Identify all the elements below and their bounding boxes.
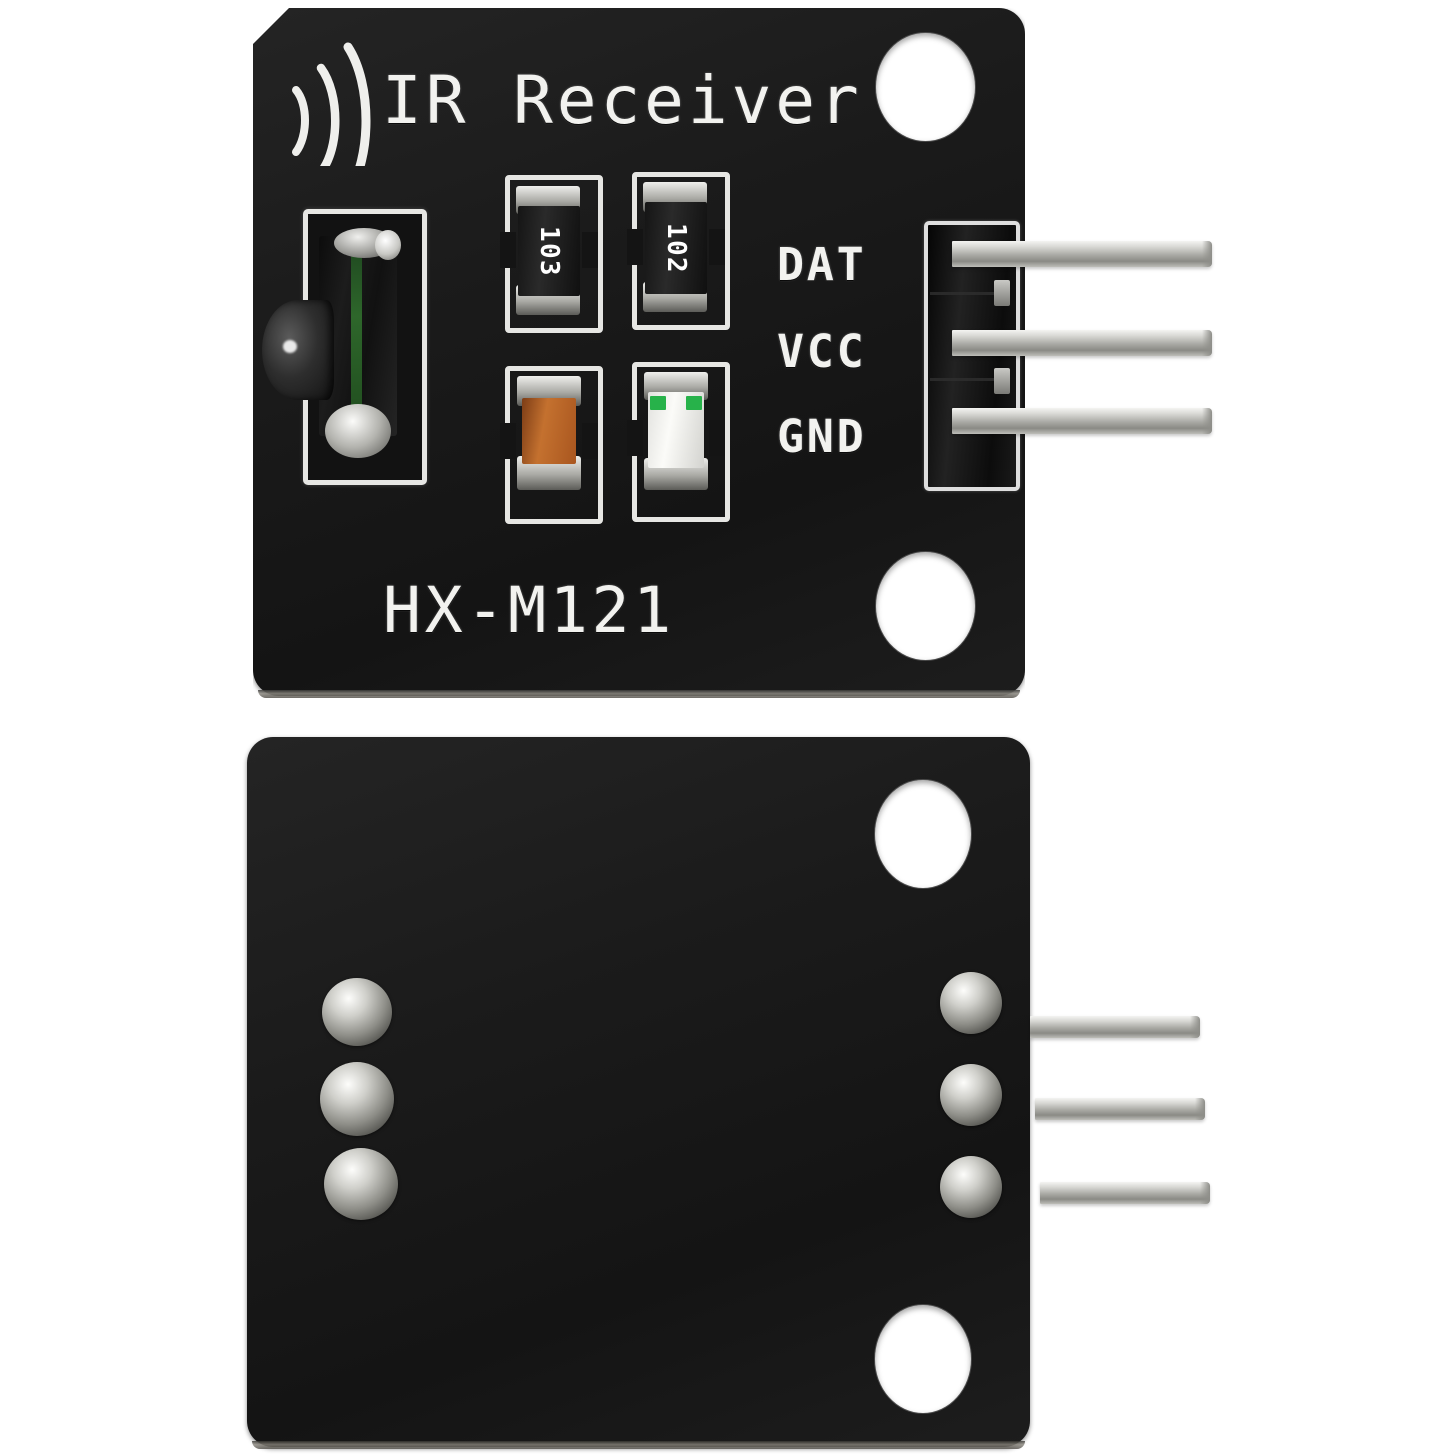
back-header-pin-1 [1030,1016,1200,1038]
smd-pad-gap [627,229,643,265]
solder-joint-header-2 [940,1064,1002,1126]
smd-pad-gap [709,420,725,456]
pin-label-dat: DAT [777,238,867,291]
smd-resistor-102-code: 102 [661,223,691,274]
smd-resistor-103-code: 103 [534,226,564,277]
ir-sensor-lens-highlight [283,340,297,353]
pin-header-notch [994,368,1010,394]
header-pin-dat [952,241,1212,267]
ir-sensor-solder-bottom [325,404,391,458]
back-header-pin-2 [1035,1098,1205,1120]
pin-header-seam [930,378,1008,381]
smd-pad-gap [582,232,598,268]
pin-header-notch [994,280,1010,306]
header-pin-vcc [952,330,1212,356]
smd-pad-gap [500,232,516,268]
mounting-hole-back-top [875,780,971,888]
ir-sensor-lens-dome [262,300,334,400]
smd-resistor-102 [645,202,707,294]
header-pin-gnd [952,408,1212,434]
back-pcb-bottom-edge [252,1441,1025,1449]
board-title-silkscreen: IR Receiver [382,62,863,139]
smd-pad-gap [582,423,598,459]
smd-resistor-103 [518,206,580,296]
solder-joint-header-3 [940,1156,1002,1218]
mounting-hole-front-bottom [876,552,975,660]
smd-led-green-marker [686,396,702,410]
solder-joint-ir-3 [324,1148,398,1220]
signal-waves-icon [292,42,371,166]
board-model-silkscreen: HX-M121 [383,574,675,647]
solder-joint-ir-1 [322,978,392,1046]
solder-joint-header-1 [940,972,1002,1034]
smd-capacitor [522,398,576,464]
smd-pad-gap [500,423,516,459]
pin-label-gnd: GND [777,410,867,463]
smd-pad-gap [709,229,725,265]
pin-label-vcc: VCC [777,325,867,378]
ir-sensor-green-stripe [351,243,362,427]
front-pcb-bottom-edge [258,690,1020,698]
mounting-hole-front-top [876,33,975,141]
pin-header-seam [930,292,1008,295]
smd-led-green-marker [650,396,666,410]
ir-sensor-solder-right [375,230,401,260]
smd-pad-gap [627,420,643,456]
back-header-pin-3 [1040,1182,1210,1204]
mounting-hole-back-bottom [875,1305,971,1413]
solder-joint-ir-2 [320,1062,394,1136]
